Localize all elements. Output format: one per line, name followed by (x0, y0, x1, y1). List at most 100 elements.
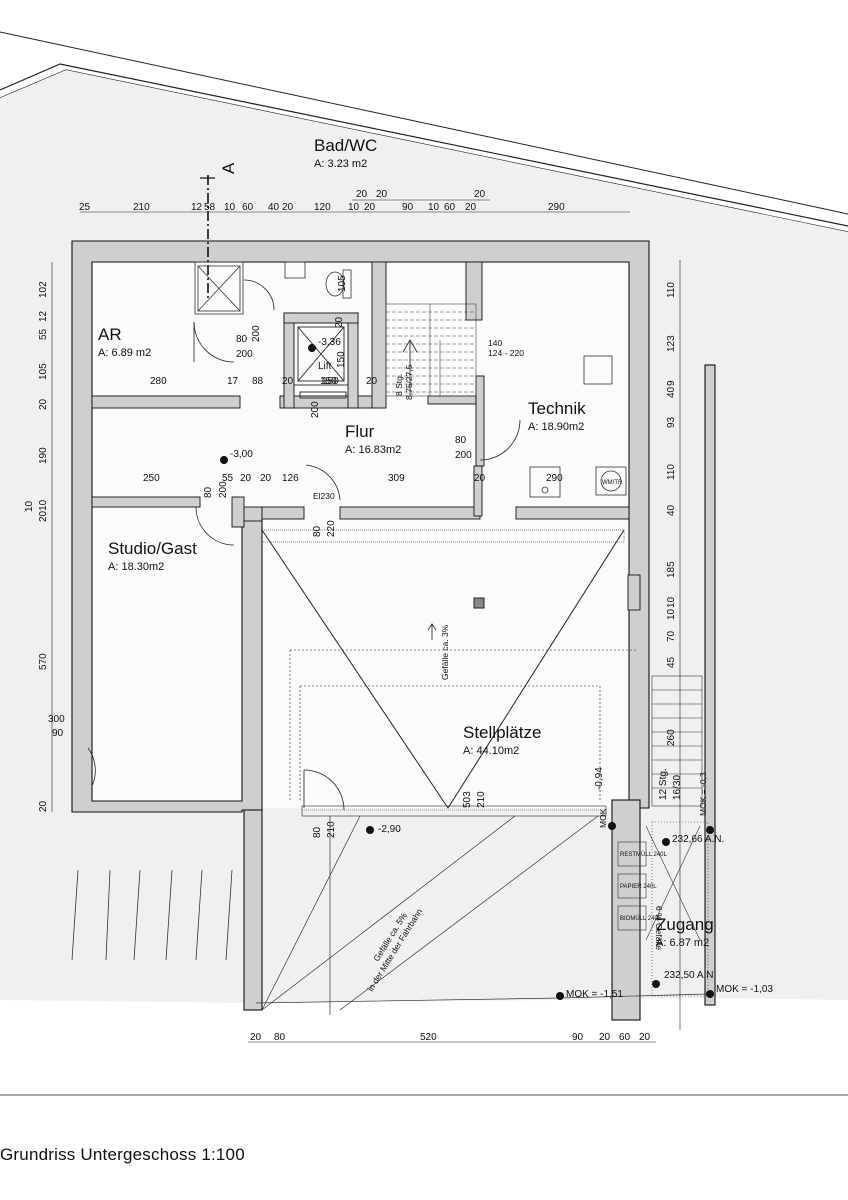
dim-text: 200 (251, 325, 262, 342)
dim-text: 55 (222, 473, 234, 484)
dim-text: 9 (666, 380, 677, 386)
dim-text: -2,90 (378, 824, 401, 835)
dim-text: 220 (326, 520, 337, 537)
door-swings (87, 279, 521, 811)
dim-text: 12 (38, 310, 49, 322)
dim-text: 8 Stg. (394, 374, 404, 396)
dim-text: 80 (312, 525, 323, 537)
dim-text: 123 (666, 335, 677, 352)
room-name-flur: Flur (345, 422, 375, 441)
section-marker: A (219, 162, 238, 174)
dim-text: 80 (203, 486, 214, 498)
dim-text: 200 (236, 349, 253, 360)
dim-text: 80 (274, 1032, 286, 1043)
dim-text: 12 Stg. (658, 768, 669, 800)
dim-text: 2010 (38, 499, 49, 522)
dim-text: 124 - 220 (488, 348, 524, 358)
dim-text: 20 (364, 202, 376, 213)
dim-text: 200 (218, 481, 229, 498)
dim-text: 20 (282, 202, 294, 213)
dim-text: 88 (252, 376, 264, 387)
zugang-details (617, 675, 709, 997)
dim-text: 10 (224, 202, 236, 213)
dim-text: 280 (150, 376, 167, 387)
dim-text: 520 (420, 1032, 437, 1043)
room-name-studio: Studio/Gast (108, 539, 197, 558)
dim-text: 93 (666, 416, 677, 428)
dim-text: 503 (462, 791, 473, 808)
room-name-zugang: Zugang (656, 915, 714, 934)
dim-text: 58 (204, 202, 216, 213)
dimension-lines (51, 199, 681, 1043)
dim-text: 40 (666, 386, 677, 398)
dim-text: 40 (268, 202, 280, 213)
dim-text: MOK (598, 808, 608, 828)
dim-text: 570 (38, 653, 49, 670)
dim-text: 200 (310, 401, 321, 418)
dim-text: 10 (666, 608, 677, 620)
dim-text: 60 (242, 202, 254, 213)
room-name-ar: AR (98, 325, 122, 344)
dim-text: -3,36 (318, 337, 341, 348)
bin-biomuell: BIOMÜLL 240L (620, 915, 662, 922)
driveway (71, 815, 709, 1015)
dim-text: 10 (428, 202, 440, 213)
dim-text: 20 (260, 473, 272, 484)
dim-text: 120 (314, 202, 331, 213)
garage-details (261, 529, 636, 817)
elevation-top: 232,66 A.N. (672, 834, 724, 845)
dim-text: 20 (366, 376, 378, 387)
dim-text: 20 (38, 800, 49, 812)
dim-text: 140 (488, 338, 502, 348)
top-dimensions: 25 210 12 58 10 60 40 20 120 10 20 90 10… (79, 189, 565, 213)
left-dimensions: 102 55 12 105 20 190 10 2010 570 20 (24, 281, 49, 812)
room-area-studio: A: 18.30m2 (108, 561, 164, 573)
dim-text: 90 (572, 1032, 584, 1043)
dim-text: 20 (474, 189, 486, 200)
room-area-zugang: A: 6.87 m2 (656, 937, 709, 949)
bottom-dimensions: 20 80 520 90 20 60 20 (250, 1032, 651, 1043)
dim-text: 102 (38, 281, 49, 298)
dim-text: 60 (619, 1032, 631, 1043)
dim-text: 70 (666, 630, 677, 642)
dim-text: 40 (666, 504, 677, 516)
dim-text: 20 (465, 202, 477, 213)
dim-text: -3,00 (230, 449, 253, 460)
wc-fixtures (194, 261, 352, 315)
dim-text: 20 (38, 398, 49, 410)
room-area-bad: A: 3.23 m2 (314, 158, 367, 170)
room-area-ar: A: 6.89 m2 (98, 347, 151, 359)
garage-slope-note: Gefälle ca. 3% (440, 624, 450, 680)
dim-text: Lift (318, 361, 332, 372)
interior-walls (91, 261, 641, 611)
dim-text: 210 (133, 202, 150, 213)
dim-text: 190 (38, 447, 49, 464)
kombi-label: WM/TR (602, 480, 623, 486)
dim-text: 90 (52, 728, 64, 739)
room-area-technik: A: 18.90m2 (528, 421, 584, 433)
dim-text: 60 (444, 202, 456, 213)
technik-equipment (529, 355, 627, 498)
lift (293, 322, 349, 399)
dim-text: MOK = -0,3 (698, 772, 708, 816)
dim-text: 20 (334, 316, 345, 328)
staircase (385, 303, 477, 397)
dim-text: 300 (48, 714, 65, 725)
mok-left: MOK = -1,51 (566, 989, 623, 1000)
dim-text: 25 (79, 202, 91, 213)
room-name-technik: Technik (528, 399, 586, 418)
dim-text: 90 (402, 202, 414, 213)
section-line-a (200, 175, 215, 300)
dim-text: El230 (313, 491, 335, 501)
elevation-bottom: 232,50 A.N. (664, 970, 716, 981)
dim-text: 20 (599, 1032, 611, 1043)
dim-text: 10 (666, 596, 677, 608)
dim-text: 16/30 (672, 775, 683, 800)
dim-text: 20 (356, 189, 368, 200)
dim-text: 290 (548, 202, 565, 213)
dim-text: 20 (474, 473, 486, 484)
dim-text: 8,75/27,5 (404, 364, 414, 400)
dim-text: 12 (191, 202, 203, 213)
exterior-walls (71, 240, 716, 1021)
